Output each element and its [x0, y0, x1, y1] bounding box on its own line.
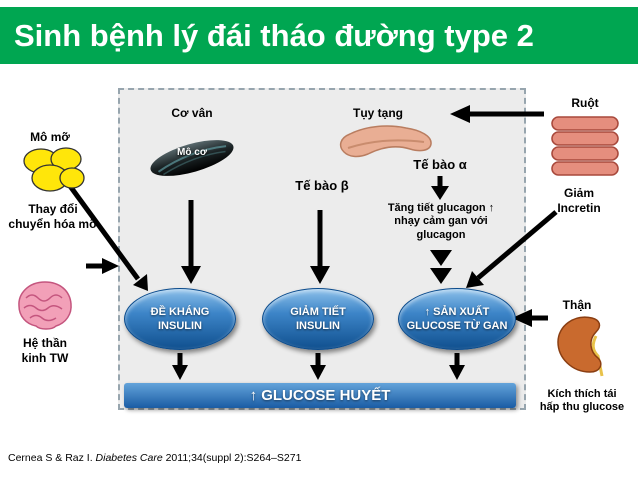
adipose-label: Mô mỡ: [30, 130, 70, 144]
muscle-tissue-label: Mô cơ: [177, 147, 207, 158]
ellipse-text-line: INSULIN: [158, 320, 202, 332]
ellipse-text-line: ĐỀ KHÁNG: [150, 305, 210, 318]
kidney-effect-text: Kích thích tái hấp thu glucose: [539, 388, 625, 414]
muscle-icon: [150, 140, 234, 176]
adipose-icon: [23, 147, 85, 192]
citation-journal: Diabetes Care: [95, 452, 163, 464]
intestine-icon: [551, 116, 619, 176]
title-bar: Sinh bệnh lý đái tháo đường type 2: [0, 7, 638, 64]
cns-label: Hệ thần kinh TW: [21, 336, 69, 365]
page-title: Sinh bệnh lý đái tháo đường type 2: [14, 17, 534, 53]
citation-suffix: 2011;34(suppl 2):S264–S271: [162, 452, 302, 464]
citation-prefix: Cernea S & Raz I.: [8, 452, 96, 464]
hepatic-glucose-ellipse: ↑ SẢN XUẤT GLUCOSE TỪ GAN: [398, 288, 516, 350]
pancreas-icon: [339, 125, 432, 158]
insulin-resistance-ellipse: ĐỀ KHÁNG INSULIN: [124, 288, 236, 350]
glucose-banner-text: ↑ GLUCOSE HUYẾT: [249, 387, 391, 404]
citation: Cernea S & Raz I. Diabetes Care 2011;34(…: [8, 452, 301, 464]
ellipse-text-line: GIẢM TIẾT: [290, 305, 346, 318]
beta-cell-label: Tế bào β: [295, 178, 349, 193]
ellipse-text-line: GLUCOSE TỪ GAN: [406, 320, 508, 332]
kidney-icon: [557, 316, 604, 377]
pancreas-label: Tụy tạng: [353, 106, 403, 120]
adipose-effect-text: Thay đổi chuyển hóa mỡ: [8, 202, 98, 231]
intestine-label: Ruột: [571, 96, 599, 110]
kidney-label: Thận: [562, 298, 592, 312]
glucose-banner: ↑ GLUCOSE HUYẾT: [124, 383, 516, 408]
insulin-secretion-ellipse: GIẢM TIẾT INSULIN: [262, 288, 374, 350]
alpha-cell-label: Tế bào α: [413, 157, 467, 172]
muscle-region-label: Cơ vân: [171, 106, 213, 120]
ellipse-text-line: ↑ SẢN XUẤT: [424, 305, 490, 318]
ellipse-text-line: INSULIN: [296, 320, 340, 332]
arrow-cns-into-box: [86, 258, 119, 274]
brain-icon: [18, 281, 72, 330]
glucagon-effect-text: Tăng tiết glucagon ↑ nhạy cảm gan với gl…: [387, 202, 495, 241]
incretin-effect-text: Giảm Incretin: [557, 186, 601, 215]
muscle-image: Mô cơ: [146, 132, 238, 184]
